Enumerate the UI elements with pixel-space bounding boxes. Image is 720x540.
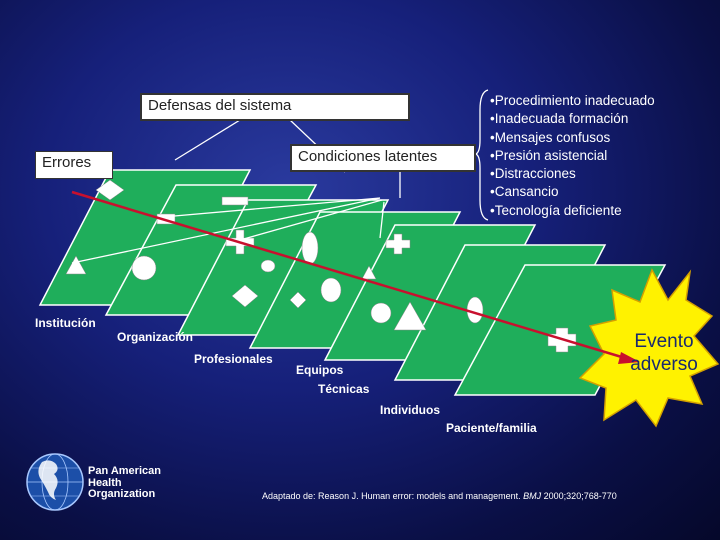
errors-label: Errores [35, 151, 113, 179]
org-line3: Organization [88, 488, 156, 500]
latent-conditions-label: Condiciones latentes [290, 144, 476, 172]
org-line2: Health [88, 476, 122, 489]
hole-ellipse [320, 277, 342, 303]
latent-factor: Presión asistencial [490, 147, 655, 165]
latent-pointer [162, 197, 381, 218]
citation: Adaptado de: Reason J. Human error: mode… [262, 491, 617, 501]
latent-pointer [71, 197, 381, 264]
org-line1: Pan American [88, 465, 161, 477]
hole-triangle [393, 301, 427, 331]
factor-brace [474, 89, 489, 221]
layer-label-tecnicas: Técnicas [318, 382, 370, 396]
hole-circle [131, 255, 157, 281]
paho-globe-logo [26, 453, 84, 511]
hole-circle [260, 259, 276, 273]
hole-diamond [289, 291, 307, 309]
layer-label-institucion: Institución [35, 316, 96, 330]
latent-factor: Tecnología deficiente [490, 202, 655, 220]
citation-prefix: Adaptado de: Reason J. Human error: mode… [262, 491, 524, 501]
layer-label-individuos: Individuos [380, 403, 440, 417]
layer-label-equipos: Equipos [296, 363, 344, 377]
layer-label-profesionales: Profesionales [194, 352, 273, 366]
hole-diamond [95, 179, 125, 201]
trajectory-line [71, 190, 626, 360]
error-trajectory [71, 190, 640, 364]
latent-factor: Procedimiento inadecuado [490, 92, 655, 110]
citation-suffix: 2000;320;768-770 [541, 491, 617, 501]
citation-journal: BMJ [523, 491, 542, 501]
hole-ellipse [301, 231, 319, 265]
hole-diamond [231, 284, 259, 308]
hole-circle [370, 302, 392, 324]
hole-cross [385, 233, 411, 255]
latent-factor: Inadecuada formación [490, 110, 655, 128]
defenses-pointer [174, 119, 241, 161]
organization-name: Pan American Health Organization [88, 465, 161, 501]
hole-rect [221, 196, 249, 206]
latent-pointer [239, 199, 383, 241]
latent-factor: Cansancio [490, 183, 655, 201]
trajectory-arrowhead [618, 352, 640, 364]
defenses-label: Defensas del sistema [140, 93, 410, 121]
latent-factor: Distracciones [490, 165, 655, 183]
adverse-event-line1: Evento [634, 331, 694, 352]
latent-factor: Mensajes confusos [490, 129, 655, 147]
adverse-event-line2: adverso [630, 354, 698, 375]
hole-triangle [361, 265, 377, 280]
layer-label-paciente: Paciente/familia [446, 421, 537, 435]
adverse-event-label: Evento adverso [614, 330, 714, 376]
adverse-event-starburst [578, 268, 720, 428]
latent-pointer [379, 201, 385, 239]
hole-triangle [65, 255, 87, 275]
latent-factor-list: Procedimiento inadecuado Inadecuada form… [490, 92, 655, 220]
layer-label-organizacion: Organización [117, 330, 194, 344]
